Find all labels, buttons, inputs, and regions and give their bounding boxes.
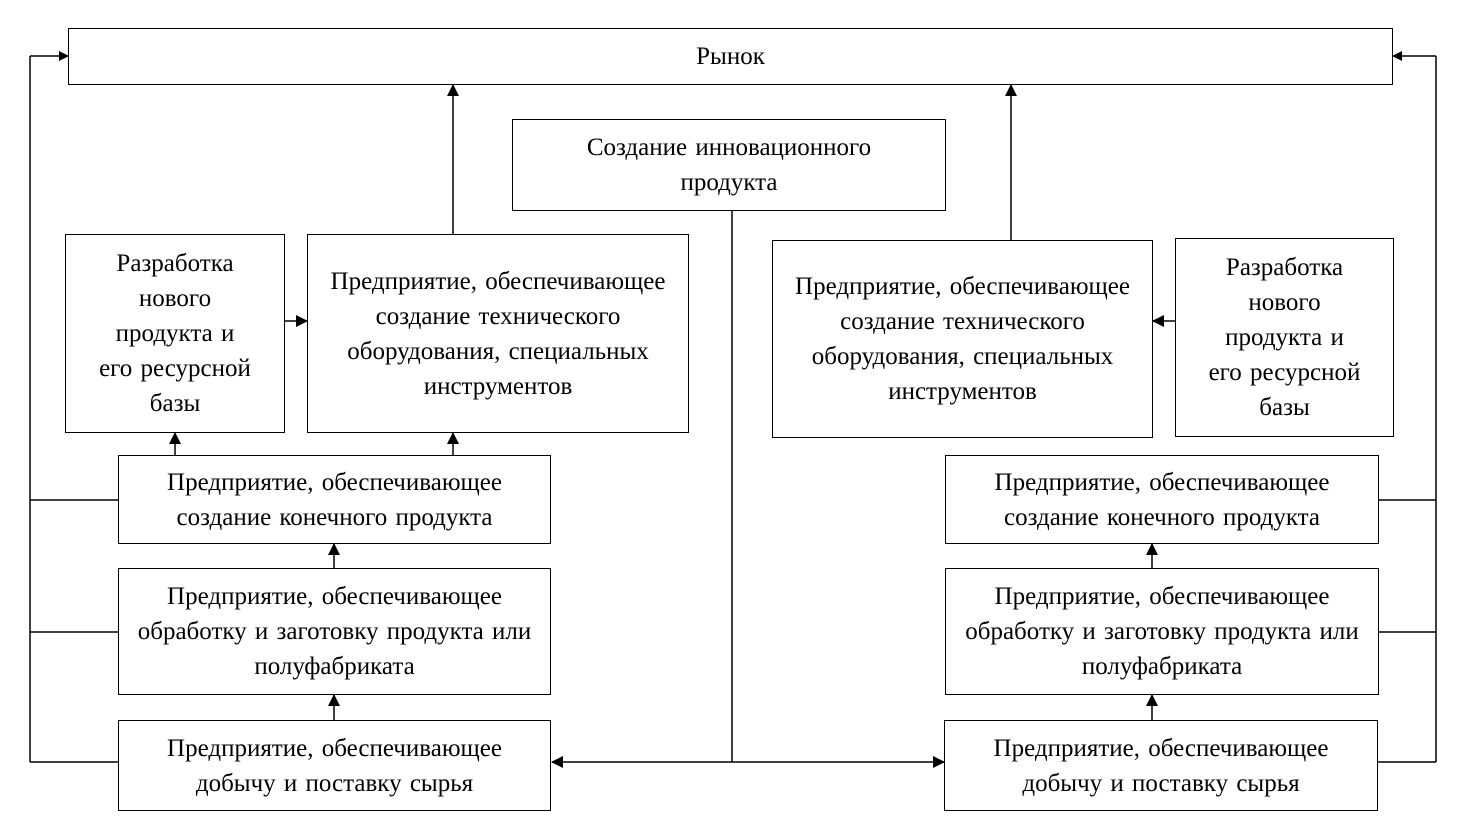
right-processing-box: Предприятие, обеспечивающее обработку и …	[945, 568, 1379, 695]
innovation-label: Создание инновационного продукта	[586, 134, 872, 196]
right-raw-materials-label: Предприятие, обеспечивающее добычу и пос…	[993, 734, 1329, 797]
market-label: Рынок	[696, 43, 765, 70]
innovation-box: Создание инновационного продукта	[512, 119, 946, 211]
right-development-label: Разработка нового продукта и его ресурсн…	[1208, 254, 1361, 421]
left-raw-materials-box: Предприятие, обеспечивающее добычу и пос…	[118, 720, 551, 811]
left-processing-box: Предприятие, обеспечивающее обработку и …	[118, 568, 551, 695]
right-equipment-box: Предприятие, обеспечивающее создание тех…	[772, 240, 1153, 438]
right-final-product-label: Предприятие, обеспечивающее создание кон…	[994, 468, 1330, 531]
right-final-product-box: Предприятие, обеспечивающее создание кон…	[945, 455, 1379, 544]
right-equipment-label: Предприятие, обеспечивающее создание тех…	[795, 273, 1130, 405]
right-development-box: Разработка нового продукта и его ресурсн…	[1175, 238, 1394, 437]
left-equipment-label: Предприятие, обеспечивающее создание тех…	[330, 267, 666, 400]
left-final-product-label: Предприятие, обеспечивающее создание кон…	[167, 468, 502, 531]
market-box: Рынок	[68, 28, 1393, 85]
left-development-label: Разработка нового продукта и его ресурсн…	[99, 250, 251, 417]
left-processing-label: Предприятие, обеспечивающее обработку и …	[137, 583, 532, 680]
left-final-product-box: Предприятие, обеспечивающее создание кон…	[118, 455, 551, 544]
right-raw-materials-box: Предприятие, обеспечивающее добычу и пос…	[944, 720, 1378, 811]
right-processing-label: Предприятие, обеспечивающее обработку и …	[965, 583, 1359, 680]
left-development-box: Разработка нового продукта и его ресурсн…	[65, 234, 285, 433]
left-equipment-box: Предприятие, обеспечивающее создание тех…	[307, 234, 689, 433]
left-raw-materials-label: Предприятие, обеспечивающее добычу и пос…	[167, 734, 502, 797]
